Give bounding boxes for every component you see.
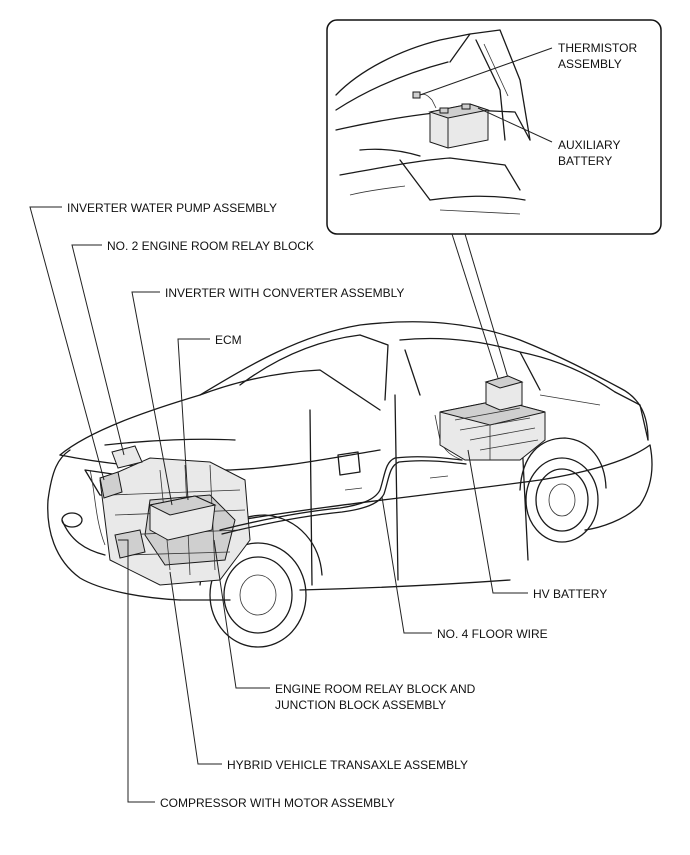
thermistor-label: THERMISTOR ASSEMBLY [558,41,640,71]
callout-labels: INVERTER WATER PUMP ASSEMBLY NO. 2 ENGIN… [67,201,607,810]
ecm-label: ECM [215,333,242,347]
engine-room-relay-junction-label: ENGINE ROOM RELAY BLOCK AND JUNCTION BLO… [275,682,479,712]
harness-and-battery [219,375,546,535]
thermistor-label-line1: THERMISTOR [558,41,637,55]
no4-floor-wire-label: NO. 4 FLOOR WIRE [437,627,548,641]
trunk-inset-drawing [335,29,531,215]
thermistor-label-line2: ASSEMBLY [558,57,622,71]
engine-room-relay-junction-line1: ENGINE ROOM RELAY BLOCK AND [275,682,476,696]
inverter-converter-label: INVERTER WITH CONVERTER ASSEMBLY [165,286,404,300]
engine-room-relay-junction-line2: JUNCTION BLOCK ASSEMBLY [275,698,446,712]
trunk-inset: THERMISTOR ASSEMBLY AUXILIARY BATTERY [326,19,662,379]
auxiliary-battery-label: AUXILIARY BATTERY [558,138,624,168]
auxiliary-battery-label-line1: AUXILIARY [558,138,620,152]
auxiliary-battery-label-line2: BATTERY [558,154,612,168]
inverter-water-pump-label: INVERTER WATER PUMP ASSEMBLY [67,201,277,215]
no2-engine-room-relay-label: NO. 2 ENGINE ROOM RELAY BLOCK [107,239,314,253]
engine-bay-components [89,445,251,586]
leader-lines [29,206,528,803]
compressor-motor-label: COMPRESSOR WITH MOTOR ASSEMBLY [160,796,395,810]
hv-battery-label: HV BATTERY [533,587,607,601]
hybrid-transaxle-label: HYBRID VEHICLE TRANSAXLE ASSEMBLY [227,758,468,772]
